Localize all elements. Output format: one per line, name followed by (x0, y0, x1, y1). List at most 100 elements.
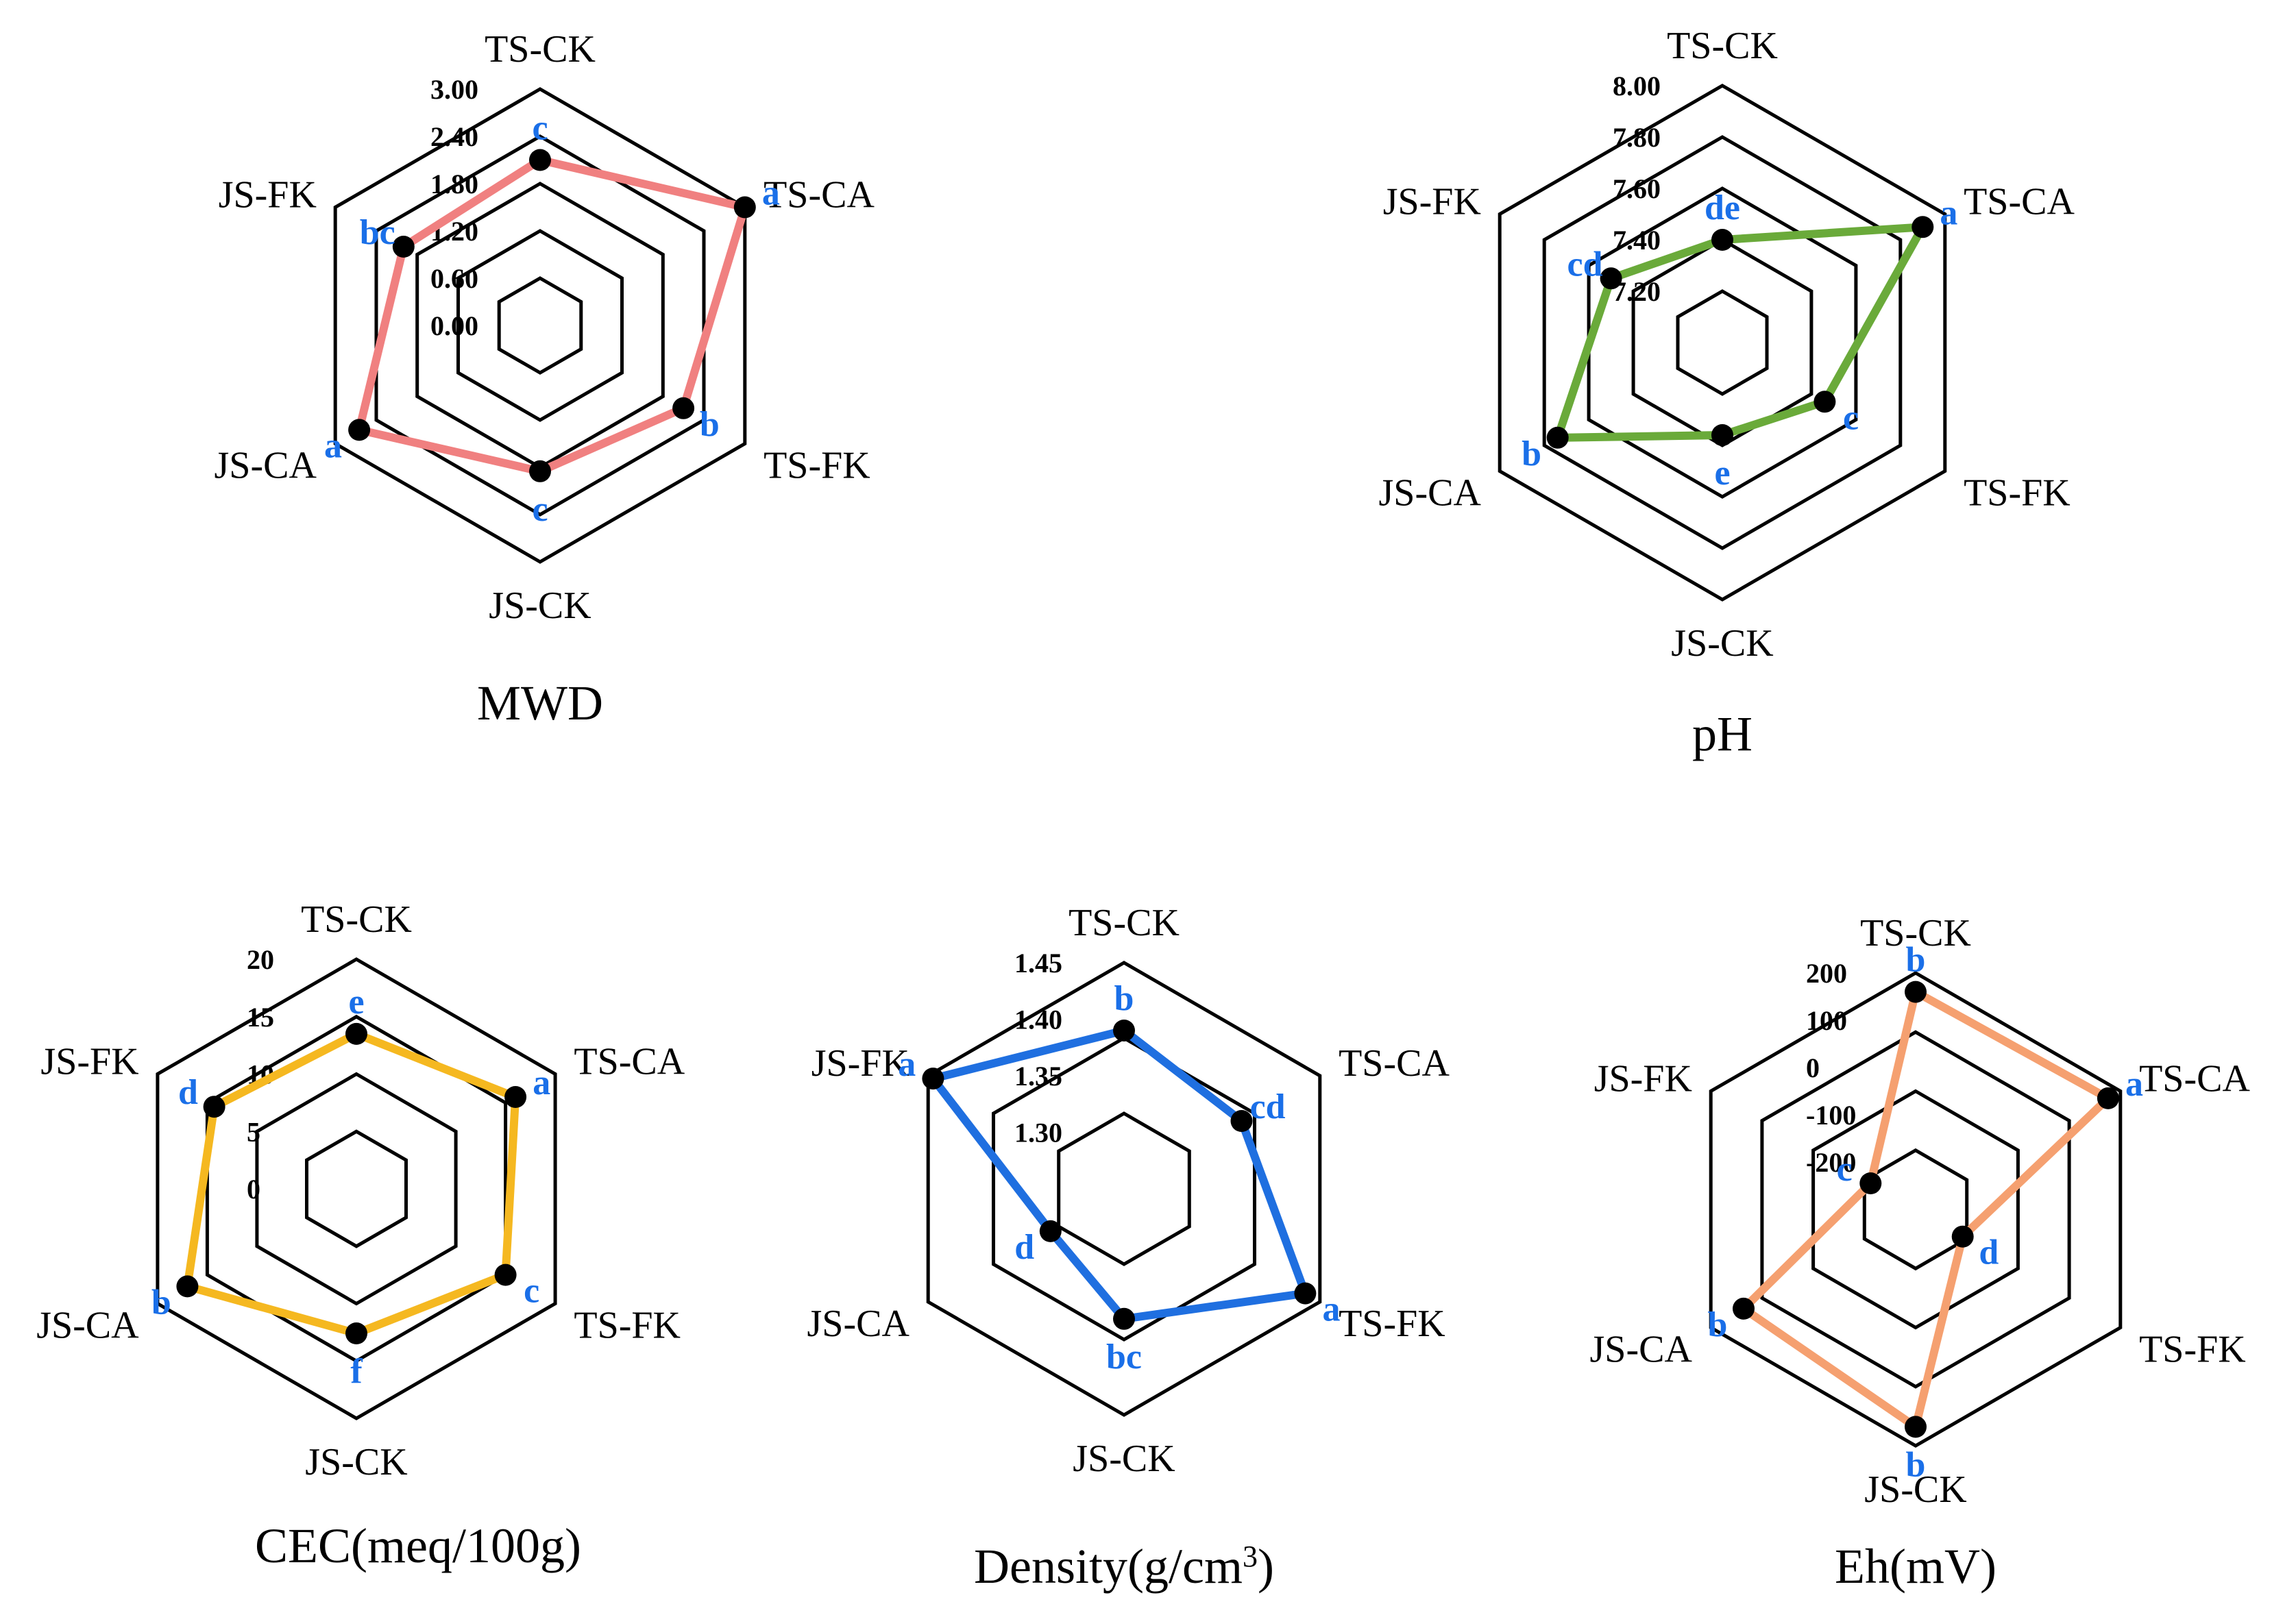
density-g-cm-data-point-ts-ca (1230, 1110, 1253, 1132)
radar-panel-density: Density(g/cm3) 1.301.351.401.45TS-CKTS-C… (807, 902, 1450, 1594)
eh-mv-letter-label-ts-ck: b (1906, 941, 1926, 980)
density-g-cm-axis-label-ts-ck: TS-CK (1068, 902, 1180, 944)
mwd-letter-label-ts-ck: c (532, 109, 548, 148)
ph-axis-label-ts-ck: TS-CK (1667, 25, 1778, 67)
eh-mv-axis-label-ts-ca: TS-CA (2139, 1058, 2250, 1100)
cec-meq-100g-tick-label: 15 (247, 1002, 274, 1033)
cec-meq-100g-axis-label-js-fk: JS-FK (40, 1041, 138, 1083)
eh-mv-axis-label-js-fk: JS-FK (1594, 1058, 1692, 1100)
density-g-cm-letter-label-js-ca: d (1014, 1228, 1034, 1267)
cec-meq-100g-axis-label-ts-ca: TS-CA (574, 1041, 685, 1083)
mwd-data-point-js-ck (529, 460, 551, 482)
ph-axis-label-ts-fk: TS-FK (1964, 472, 2071, 515)
cec-meq-100g-data-point-js-ck (345, 1322, 367, 1344)
eh-mv-data-point-js-fk (1859, 1172, 1882, 1194)
cec-meq-100g-grid-ring-2 (255, 1072, 458, 1306)
eh-mv-grid-ring-3 (1760, 1030, 2071, 1389)
mwd-axis-label-js-ck: JS-CK (489, 584, 591, 627)
eh-mv-letter-label-ts-fk: d (1979, 1233, 1999, 1272)
chart-title-cec: CEC(meq/100g) (255, 1518, 581, 1573)
cec-meq-100g-tick-label: 5 (247, 1116, 260, 1147)
cec-meq-100g-letter-label-ts-ck: e (348, 983, 364, 1022)
ph-grid-ring-4 (1542, 135, 1903, 550)
mwd-tick-label: 0.00 (430, 310, 478, 341)
density-g-cm-tick-label: 1.40 (1014, 1004, 1062, 1035)
eh-mv-tick-label: 200 (1806, 958, 1847, 989)
ph-data-point-ts-ck (1711, 229, 1733, 251)
eh-mv-letter-label-js-ca: b (1707, 1305, 1727, 1344)
chart-title-ph: pH (1692, 706, 1752, 761)
eh-mv-letter-label-js-fk: c (1837, 1150, 1853, 1189)
ph-data-point-js-fk (1600, 267, 1622, 290)
density-g-cm-axis-label-js-ca: JS-CA (807, 1303, 910, 1345)
ph-letter-label-ts-ca: a (1940, 193, 1957, 232)
density-g-cm-axis-label-js-ck: JS-CK (1073, 1438, 1175, 1480)
chart-title-eh: Eh(mV) (1835, 1539, 1996, 1594)
eh-mv-data-point-js-ca (1733, 1297, 1755, 1320)
density-g-cm-letter-label-js-ck: bc (1106, 1337, 1142, 1377)
mwd-letter-label-js-fk: bc (360, 213, 395, 252)
density-g-cm-tick-label: 1.35 (1014, 1061, 1062, 1092)
mwd-data-point-ts-ck (529, 149, 551, 171)
density-g-cm-grid-ring-1 (1057, 1111, 1191, 1266)
ph-axis-label-js-ca: JS-CA (1379, 472, 1482, 515)
chart-title-mwd: MWD (477, 676, 603, 730)
mwd-letter-label-ts-fk: b (700, 405, 720, 444)
eh-mv-data-point-ts-ck (1905, 981, 1927, 1003)
mwd-tick-label: 1.80 (430, 169, 478, 199)
density-g-cm-letter-label-ts-ca: cd (1250, 1087, 1286, 1126)
density-g-cm-tick-label: 1.30 (1014, 1118, 1062, 1148)
mwd-grid-ring-1 (497, 276, 583, 375)
ph-letter-label-js-ck: e (1714, 454, 1730, 493)
ph-grid-ring-5 (1498, 84, 1947, 602)
eh-mv-axis-label-js-ca: JS-CA (1590, 1329, 1693, 1371)
mwd-data-point-ts-ca (733, 196, 756, 219)
cec-meq-100g-letter-label-ts-ca: a (533, 1063, 550, 1102)
ph-data-point-js-ck (1711, 424, 1733, 446)
density-g-cm-tick-label: 1.45 (1014, 948, 1062, 978)
density-g-cm-grid-ring-2 (992, 1036, 1256, 1342)
mwd-data-point-ts-fk (672, 397, 695, 419)
density-g-cm-data-point-ts-ck (1113, 1020, 1135, 1041)
mwd-axis-label-js-fk: JS-FK (219, 174, 317, 217)
cec-meq-100g-axis-label-ts-ck: TS-CK (301, 898, 412, 941)
mwd-axis-label-ts-ca: TS-CA (764, 174, 875, 217)
eh-mv-tick-label: 0 (1806, 1052, 1820, 1083)
density-title-sup: 3 (1243, 1540, 1258, 1573)
cec-meq-100g-axis-label-js-ca: JS-CA (36, 1305, 139, 1347)
eh-mv-axis-label-js-ck: JS-CK (1864, 1468, 1966, 1511)
eh-mv-data-point-ts-fk (1951, 1225, 1974, 1248)
density-g-cm-data-point-js-ca (1039, 1220, 1062, 1242)
density-g-cm-axis-label-js-fk: JS-FK (811, 1042, 909, 1085)
ph-tick-label: 7.80 (1613, 122, 1661, 153)
density-title-text: Density(g/cm (974, 1539, 1243, 1594)
eh-mv-letter-label-ts-ca: a (2125, 1065, 2143, 1104)
density-g-cm-series-line (926, 1026, 1311, 1324)
eh-mv-series-line (1737, 985, 2115, 1434)
ph-letter-label-ts-fk: c (1843, 398, 1859, 437)
ph-letter-label-js-fk: cd (1567, 245, 1603, 284)
density-g-cm-letter-label-js-fk: a (898, 1045, 916, 1084)
eh-mv-data-point-js-ck (1905, 1416, 1927, 1438)
density-g-cm-letter-label-ts-ck: b (1114, 979, 1134, 1018)
cec-meq-100g-axis-label-ts-fk: TS-FK (574, 1305, 681, 1347)
cec-meq-100g-grid-ring-4 (156, 957, 557, 1420)
radar-panel-ph: pH 7.207.407.607.808.00TS-CKTS-CATS-FKJS… (1379, 25, 2075, 761)
mwd-letter-label-js-ck: c (532, 490, 548, 529)
ph-axis-label-js-fk: JS-FK (1383, 181, 1481, 223)
cec-meq-100g-letter-label-js-ck: f (350, 1352, 363, 1391)
eh-mv-grid-ring-4 (1709, 971, 2123, 1448)
mwd-axis-label-ts-fk: TS-FK (764, 445, 870, 487)
ph-letter-label-ts-ck: de (1705, 188, 1740, 227)
ph-grid-ring-3 (1587, 186, 1858, 499)
mwd-tick-label: 3.00 (430, 74, 478, 105)
radar-panel-cec: CEC(meq/100g) 05101520TS-CKTS-CATS-FKJS-… (36, 898, 685, 1573)
cec-meq-100g-data-point-ts-ck (345, 1022, 367, 1045)
cec-meq-100g-data-point-js-fk (203, 1096, 225, 1118)
mwd-axis-label-js-ca: JS-CA (215, 445, 317, 487)
cec-meq-100g-data-point-js-ca (176, 1275, 199, 1298)
mwd-grid-ring-4 (374, 134, 706, 517)
eh-mv-tick-label: -100 (1806, 1100, 1856, 1131)
cec-meq-100g-letter-label-js-ca: b (151, 1283, 171, 1322)
